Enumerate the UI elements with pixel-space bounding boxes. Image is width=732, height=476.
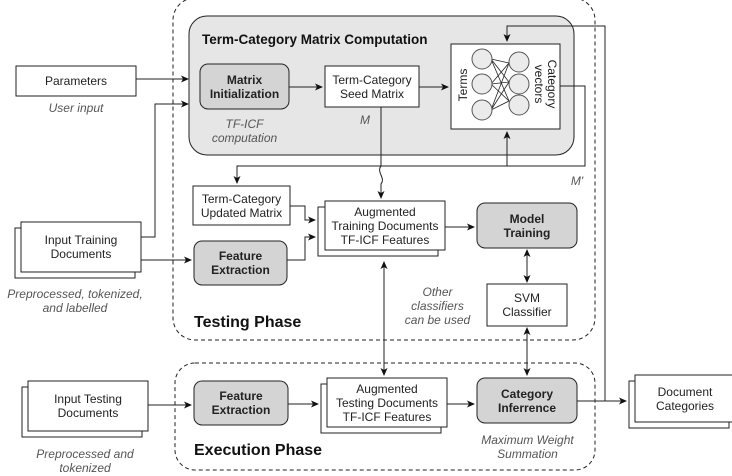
matrix-init-note-line1: TF-ICF (225, 117, 264, 131)
matrix-init-label: Matrix Initialization (200, 64, 289, 109)
updated-matrix-box (192, 185, 291, 226)
seed-matrix-line2: Seed Matrix (339, 86, 405, 101)
seed-matrix-box (324, 65, 420, 108)
svm-note-line3: can be used (404, 313, 471, 327)
matrix-init-note-line2: computation (211, 131, 278, 145)
aug-testing-line3: TF-ICF Features (342, 409, 432, 424)
nn-category-line1: Category (545, 59, 559, 109)
feature-extraction-train-label: Feature Extraction (194, 241, 287, 285)
matrix-init-note: TF-ICF computation (200, 116, 289, 146)
aug-training-line1: Augmented (354, 204, 416, 219)
category-inference-line2: Inferrence (497, 400, 557, 415)
input-training-line2: Documents (50, 247, 112, 261)
connectors (136, 25, 627, 409)
model-training-box (476, 202, 578, 249)
category-inference-note-line1: Maximum Weight (481, 433, 574, 447)
parameters-box (15, 65, 137, 97)
updated-matrix-note: M' (570, 174, 584, 188)
input-testing-label: Input Testing Documents (28, 381, 148, 431)
updated-matrix-label: Term-Category Updated Matrix (193, 186, 290, 225)
neural-network-box (450, 43, 561, 130)
input-testing-note-line1: Preprocessed and (36, 447, 134, 461)
input-testing-line2: Documents (57, 406, 119, 420)
input-training-box (20, 221, 142, 273)
svm-note: Other classifiers can be used (395, 284, 480, 328)
category-inference-note: Maximum Weight Summation (470, 432, 585, 462)
feature-extraction-test-line2: Extraction (211, 403, 271, 417)
input-training-note: Preprocessed, tokenized, and labelled (0, 286, 150, 316)
nn-category-line2: vectors (532, 64, 546, 104)
aug-testing-line1: Augmented (356, 381, 418, 396)
aug-training-box (324, 200, 446, 251)
matrix-computation-title: Term-Category Matrix Computation (202, 32, 428, 47)
updated-matrix-line1: Term-Category (201, 191, 282, 206)
doc-categories-label: Document Categories (635, 375, 732, 422)
aug-testing-line2: Testing Documents (335, 395, 439, 410)
category-inference-label: Category Inferrence (477, 378, 577, 423)
testing-phase-title: Testing Phase (194, 314, 302, 331)
feature-extraction-train-line1: Feature (218, 249, 263, 263)
parameters-label: Parameters (44, 74, 108, 88)
category-inference-note-line2: Summation (497, 447, 558, 461)
nn-terms-label: Terms (456, 68, 470, 102)
input-testing-box (27, 380, 149, 432)
doc-categories-line2: Categories (655, 398, 715, 413)
parameters-note: User input (48, 101, 104, 115)
input-testing-line1: Input Testing (54, 392, 122, 406)
model-training-label: Model Training (477, 203, 577, 248)
aug-training-line3: TF-ICF Features (340, 232, 430, 247)
input-training-note-line2: and labelled (42, 301, 108, 315)
feature-extraction-test-label: Feature Extraction (194, 381, 288, 425)
doc-categories-line1: Document (657, 384, 713, 399)
nn-category-label: Category vectors (530, 54, 559, 114)
svm-line1: SVM (513, 291, 540, 305)
feature-extraction-train-line2: Extraction (211, 263, 270, 277)
svm-box (486, 283, 568, 327)
svm-line2: Classifier (502, 305, 552, 319)
model-training-line1: Model (509, 211, 545, 226)
seed-matrix-note: M (360, 113, 370, 127)
model-training-line2: Training (503, 225, 551, 240)
aug-testing-box (326, 377, 448, 428)
matrix-init-line2: Initialization (209, 86, 280, 101)
input-training-line1: Input Training (44, 233, 118, 247)
seed-matrix-label: Term-Category Seed Matrix (325, 66, 419, 107)
edge-categories-feedback (503, 25, 606, 401)
feature-extraction-test-box (193, 380, 289, 426)
feature-extraction-test-line1: Feature (219, 389, 263, 403)
edge-feature-to-aug (287, 233, 316, 261)
edge-train-to-matrix (141, 100, 189, 238)
svm-note-line1: Other (422, 285, 453, 299)
svm-note-line2: classifiers (411, 299, 464, 313)
matrix-init-line1: Matrix (226, 72, 263, 87)
execution-phase-title: Execution Phase (194, 442, 323, 459)
feature-extraction-train-box (193, 240, 288, 286)
svm-label: SVM Classifier (487, 284, 567, 326)
edge-updated-to-aug (290, 205, 316, 224)
category-inference-line1: Category (500, 386, 553, 401)
aug-training-line2: Training Documents (331, 218, 439, 233)
input-testing-note: Preprocessed and tokenized (10, 446, 160, 476)
nn-nodes (471, 48, 530, 121)
aug-testing-label: Augmented Testing Documents TF-ICF Featu… (327, 378, 447, 427)
doc-categories-box (634, 374, 732, 423)
input-testing-note-line2: tokenized (59, 461, 111, 475)
edge-nn-to-updated (233, 85, 586, 184)
seed-matrix-line1: Term-Category (332, 72, 412, 87)
input-training-note-line1: Preprocessed, tokenized, (7, 287, 143, 301)
input-training-label: Input Training Documents (21, 222, 141, 272)
nn-graph (490, 58, 510, 111)
updated-matrix-line2: Updated Matrix (200, 205, 283, 220)
aug-training-label: Augmented Training Documents TF-ICF Feat… (325, 201, 445, 250)
